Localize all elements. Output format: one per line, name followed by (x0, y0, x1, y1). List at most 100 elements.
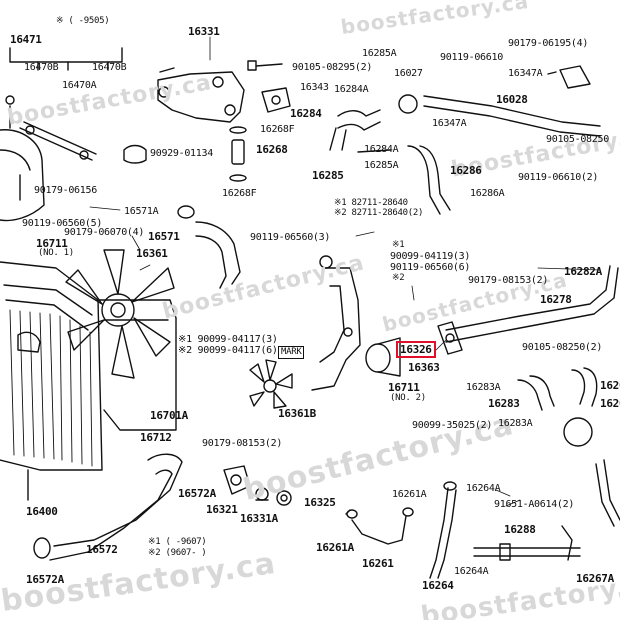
hose-16264 (429, 481, 457, 579)
label-note-1: ※1 (392, 240, 405, 250)
reservoir-tank (0, 95, 45, 222)
label-90119-06560-3: 90119-06560(3) (250, 232, 331, 243)
label-16288: 16288 (504, 523, 536, 536)
label-16284A: 16284A (364, 144, 399, 155)
label-16261: 16261 (362, 557, 394, 570)
label-16711-no2: 16711 (388, 381, 420, 394)
label-16326-highlight: 16326 (396, 341, 436, 358)
bypass-hoses (329, 94, 451, 215)
label-16264A: 16264A (454, 566, 489, 577)
label-16347A: 16347A (508, 68, 543, 79)
label-90179-08153-2: 90179-08153(2) (468, 275, 549, 286)
label-90099-04117-1: ※1 90099-04117(3) (178, 334, 278, 345)
cooling-fan (65, 249, 175, 379)
label-16028: 16028 (496, 93, 528, 106)
label-16283A: 16283A (466, 382, 501, 393)
label-90105-08295: 90105-08295(2) (292, 62, 373, 73)
fan-coupling (249, 359, 293, 409)
label-16268F: 16268F (222, 188, 257, 199)
label-16711-no2-sub: (NO. 2) (390, 393, 426, 403)
hose-16572 (33, 453, 183, 561)
label-82711-28640-2: ※2 82711-28640(2) (334, 208, 424, 218)
label-16572A: 16572A (178, 487, 216, 500)
label-mark-box: MARK (278, 346, 305, 359)
label-16285: 16285 (312, 169, 344, 182)
pipe-16278 (437, 265, 619, 355)
bottom-water-parts (223, 465, 292, 506)
label-90099-04119: 90099-04119(3) (390, 251, 471, 262)
label-16571A: 16571A (124, 206, 159, 217)
label-16267A: 16267A (576, 572, 614, 585)
label-16711-no1-sub: (NO. 1) (38, 248, 74, 258)
label-16268F: 16268F (260, 124, 295, 135)
label-90105-08250: 90105-08250 (546, 134, 609, 145)
label-91651-A0614: 91651-A0614(2) (494, 499, 575, 510)
label-16285A: 16285A (364, 160, 399, 171)
hose-right-edge (595, 459, 620, 527)
label-16261A: 16261A (392, 489, 427, 500)
label-90119-06560-5: 90119-06560(5) (22, 218, 103, 229)
label-16701A: 16701A (150, 409, 188, 422)
radiator (0, 261, 103, 501)
label-16285A: 16285A (362, 48, 397, 59)
label-16264: 16264 (422, 579, 454, 592)
label-90179-06195: 90179-06195(4) (508, 38, 589, 49)
leader-lines (89, 36, 601, 507)
label-16361: 16361 (136, 247, 168, 260)
water-outlet-16331 (157, 67, 245, 123)
label-16572A: 16572A (26, 573, 64, 586)
pipe-16028 (423, 65, 601, 137)
label-16470B: 16470B (24, 62, 59, 73)
label-16711-no1: 16711 (36, 237, 68, 250)
label-90119-06560-6: 90119-06560(6) (390, 262, 471, 273)
label-90119-06610: 90119-06610 (440, 52, 503, 63)
label-note-2: ※2 (392, 273, 405, 283)
label-note-9505: ※ ( -9505) (56, 16, 110, 26)
thermostat-16268 (123, 126, 247, 182)
label-16283A: 16283A (498, 418, 533, 429)
pipe-16288 (473, 525, 581, 561)
label-16027: 16027 (394, 68, 423, 79)
hose-16571 (177, 205, 241, 289)
label-90179-06070: 90179-06070(4) (64, 227, 145, 238)
label-16284A: 16284A (334, 84, 369, 95)
label-16331: 16331 (188, 25, 220, 38)
label-note-9607: ※1 ( -9607) (148, 537, 207, 547)
label-16278: 16278 (540, 293, 572, 306)
label-16261A: 16261A (316, 541, 354, 554)
label-90099-35025: 90099-35025(2) (412, 420, 493, 431)
label-16282A: 16282A (564, 265, 602, 278)
label-90119-06610-2: 90119-06610(2) (518, 172, 599, 183)
label-16343: 16343 (300, 82, 329, 93)
label-16286A: 16286A (470, 188, 505, 199)
label-90179-06156: 90179-06156 (34, 185, 97, 196)
label-16286: 16286 (450, 164, 482, 177)
bolt-90105-08295 (247, 60, 283, 71)
hose-16470a (19, 121, 97, 161)
label-82711-28640-1: ※1 82711-28640 (334, 198, 408, 208)
label-16264A: 16264A (466, 483, 501, 494)
label-16400: 16400 (26, 505, 58, 518)
label-90179-08153-2b: 90179-08153(2) (202, 438, 283, 449)
label-16470B: 16470B (92, 62, 127, 73)
label-16712: 16712 (140, 431, 172, 444)
label-1626-cut: 1626 (600, 379, 620, 392)
label-16321: 16321 (206, 503, 238, 516)
label-90099-04117-2: ※2 90099-04117(6) (178, 345, 278, 356)
label-16268: 16268 (256, 143, 288, 156)
label-16283: 16283 (488, 397, 520, 410)
label-16325: 16325 (304, 496, 336, 509)
label-16347A: 16347A (432, 118, 467, 129)
label-16571: 16571 (148, 230, 180, 243)
label-16572: 16572 (86, 543, 118, 556)
label-1626-cut: 1626 (600, 397, 620, 410)
mount-bracket (311, 255, 361, 391)
gasket-16343 (261, 87, 291, 113)
label-16331A: 16331A (240, 512, 278, 525)
bracket-16471-lines (9, 47, 123, 71)
label-90105-08250-2: 90105-08250(2) (522, 342, 603, 353)
hose-16283 (517, 367, 598, 447)
label-16470A: 16470A (62, 80, 97, 91)
label-note-9607-after: ※2 (9607- ) (148, 548, 207, 558)
